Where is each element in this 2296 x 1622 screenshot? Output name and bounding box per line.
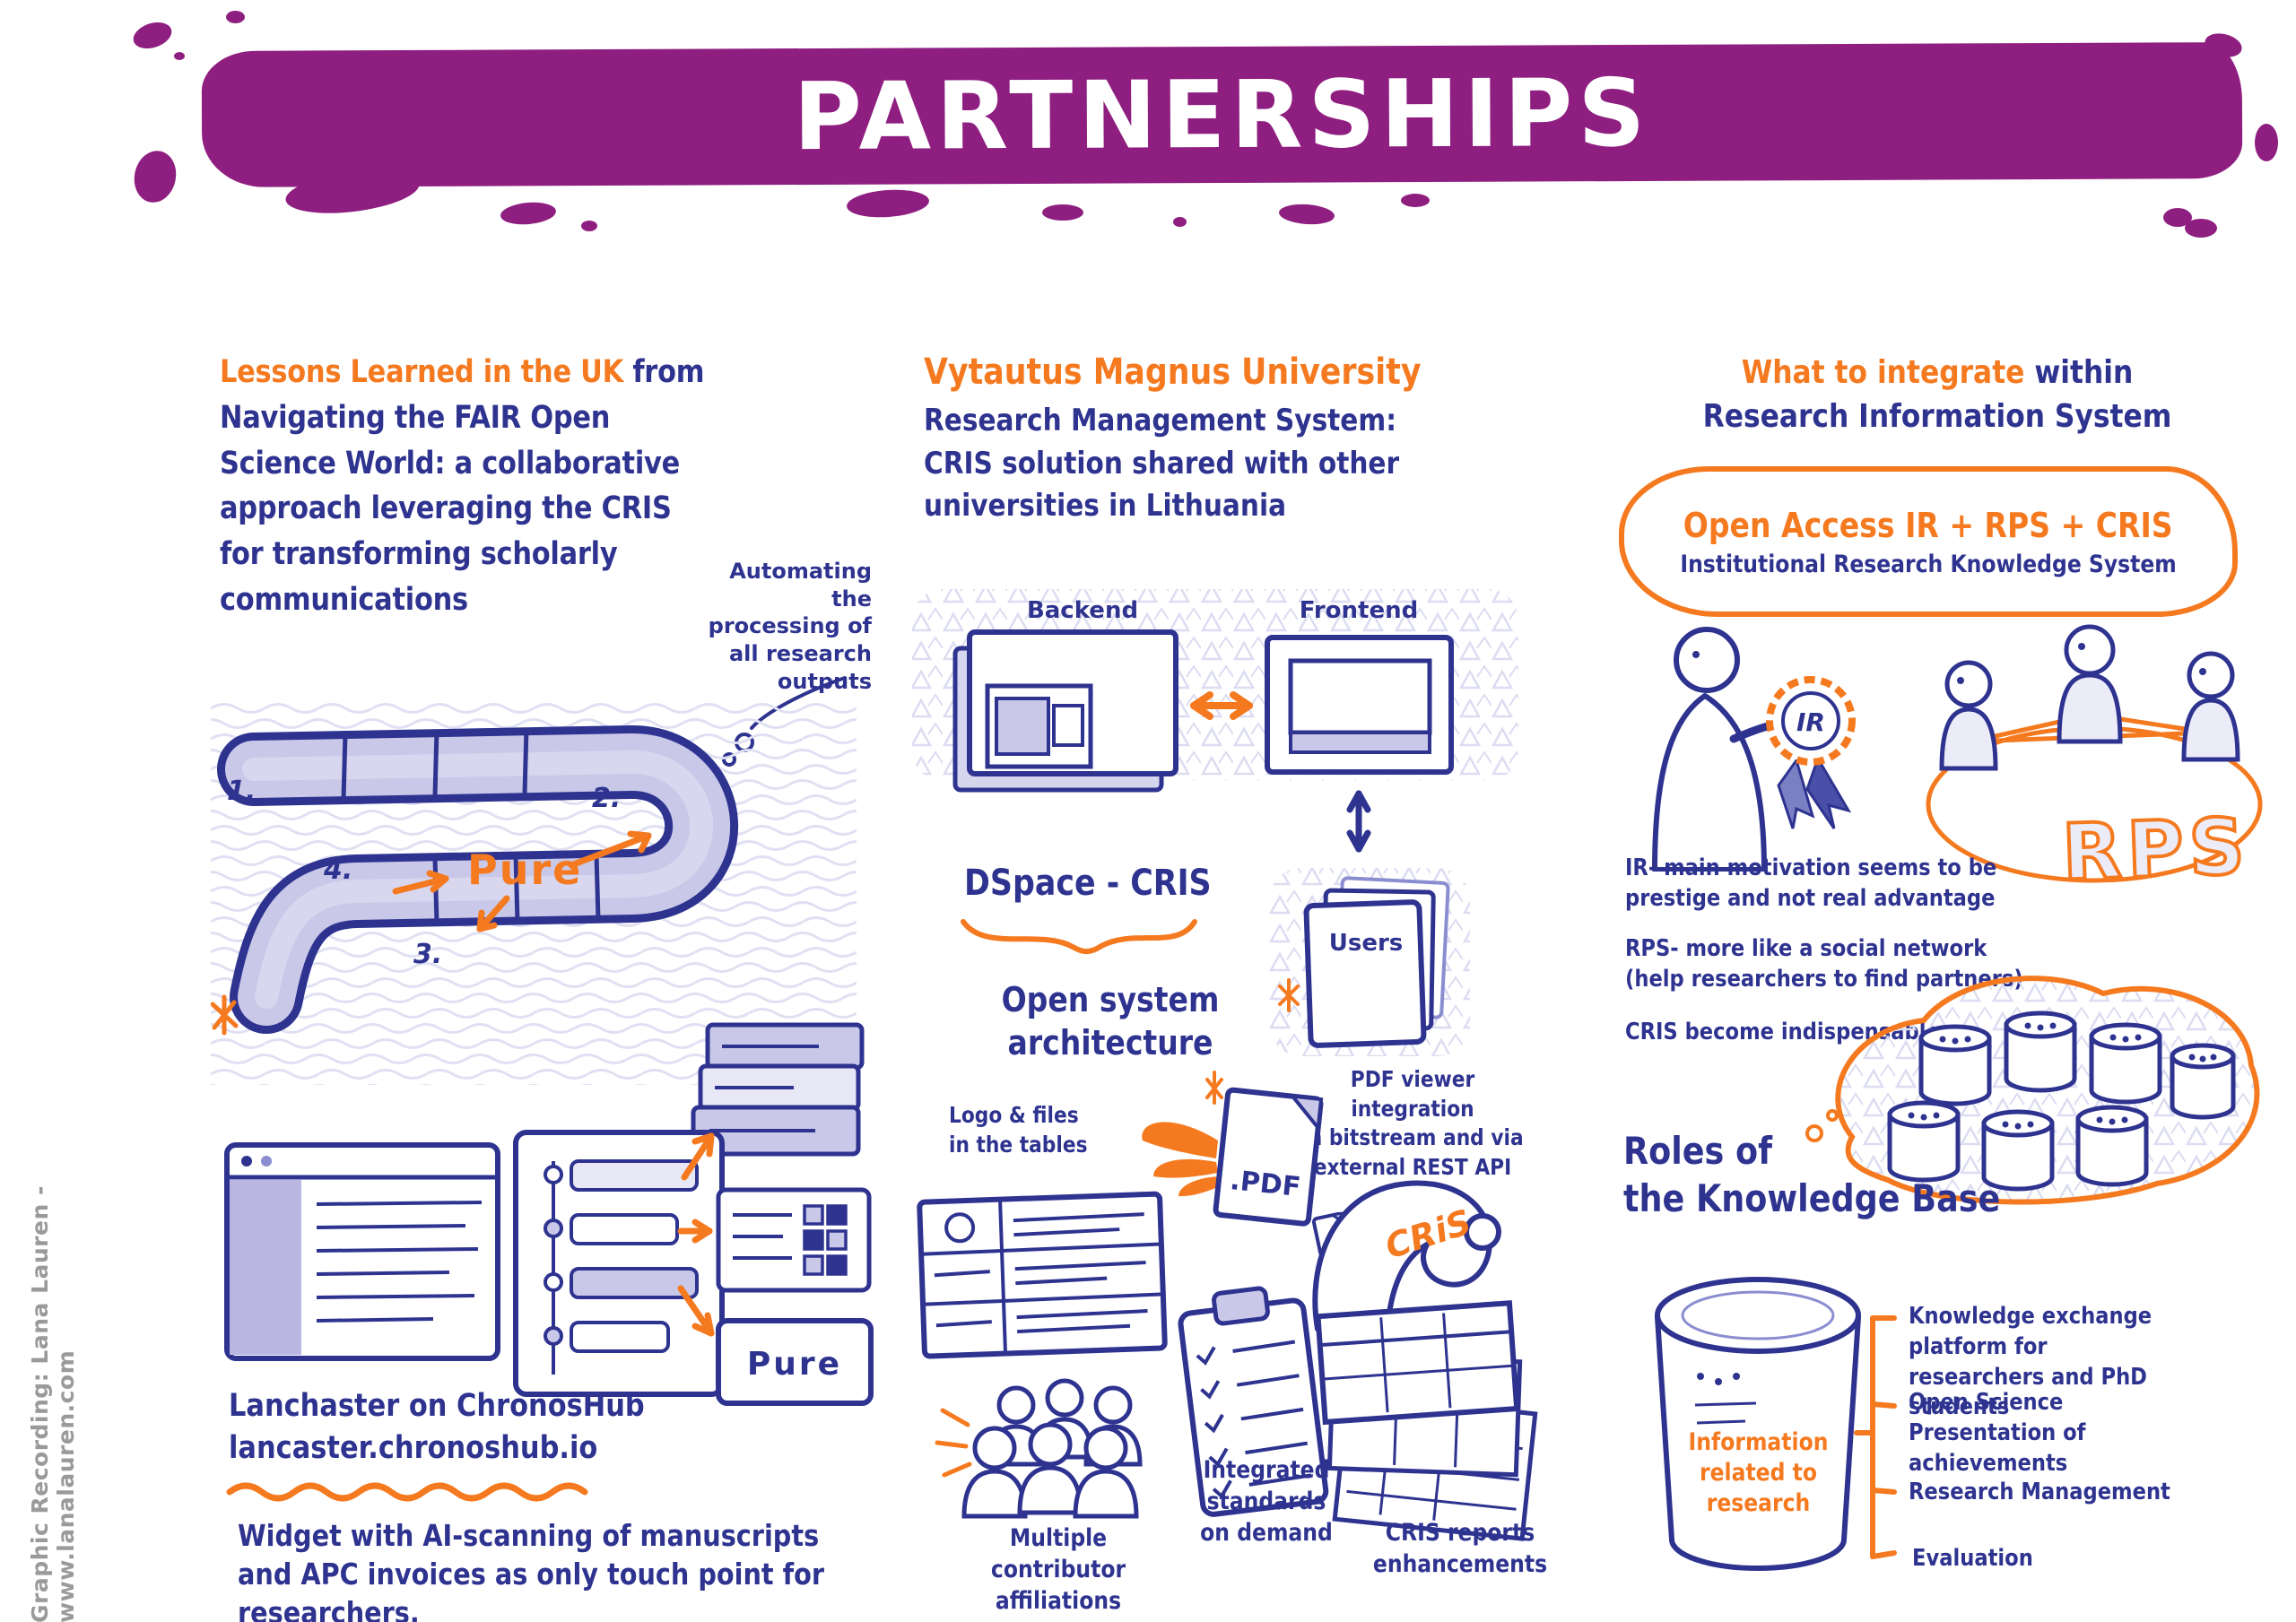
people-network-icon [1939, 624, 2240, 771]
role-item: Research Management [1909, 1479, 2170, 1505]
wavy-underline [226, 1482, 588, 1502]
col3-title-highlight: What to integrate [1741, 354, 2025, 391]
artist-credit: Graphic Recording: Lana Lauren - www.lan… [27, 1185, 79, 1622]
backend-window-icon [952, 629, 1178, 793]
rps-note: RPS- more like a social network (help re… [1625, 935, 2023, 993]
roles-bracket [1854, 1315, 1897, 1559]
workflow-panel-icon [513, 1130, 725, 1397]
standards-note: Integrated standards on demand [1200, 1456, 1333, 1548]
col1-title-highlight: Lessons Learned in the UK [220, 354, 623, 390]
page-title: PARTNERSHIPS [793, 57, 1651, 172]
col1-title: Lessons Learned in the UK from Navigatin… [220, 350, 719, 623]
col2-title: Vytautus Magnus University Research Mana… [924, 351, 1534, 528]
paint-splatter [226, 11, 245, 23]
col2-title-highlight: Vytautus Magnus University [924, 351, 1422, 393]
paint-splatter [2185, 219, 2217, 238]
header-banner: PARTNERSHIPS [201, 42, 2243, 187]
paint-splatter [1173, 217, 1187, 227]
pdf-label: .PDF [1229, 1165, 1302, 1203]
col3-title-rest: within Research Information System [1702, 354, 2172, 435]
brace-underline [961, 919, 1197, 955]
frontend-label: Frontend [1300, 597, 1418, 624]
backend-label: Backend [1027, 597, 1138, 624]
people-group-icon [961, 1378, 1143, 1519]
kb-label: Information related to research [1688, 1428, 1829, 1517]
users-illustration: Users [1269, 868, 1470, 1056]
emphasis-lines [935, 1408, 972, 1478]
role-item: Open Science Presentation of achievement… [1909, 1389, 2086, 1477]
spark-icon [211, 994, 239, 1036]
clipboard-reports-illustration [1178, 1286, 1538, 1541]
sparkle-icon [1205, 1071, 1223, 1105]
reports-note: CRIS reports enhancements [1372, 1519, 1548, 1579]
col1-title-rest: from Navigating the FAIR Open Science Wo… [220, 354, 705, 618]
winged-pdf-illustration: .PDF [1142, 1071, 1351, 1258]
reports-stack-icon [1315, 1300, 1538, 1541]
ir-badge-label: IR [1796, 707, 1825, 737]
widget-note: Widget with AI-scanning of manuscripts a… [238, 1518, 824, 1622]
roles-title: Roles of the Knowledge Base [1623, 1129, 2001, 1220]
clipboard-icon [1178, 1286, 1329, 1517]
pure-box: Pure [716, 1318, 874, 1406]
cris-arm-illustration: CRiS [1312, 1180, 1501, 1331]
ir-note: IR- main motivation seems to be prestige… [1625, 854, 1997, 912]
users-label: Users [1329, 930, 1404, 957]
role-item: Knowledge exchange platform for research… [1909, 1303, 2152, 1421]
road-marker-4: 4. [323, 854, 352, 886]
outputs-cluster-illustration: Pure [224, 1022, 874, 1406]
knowledge-base-illustration [1655, 1277, 1861, 1571]
contributors-note: Multiple contributor affiliations [990, 1524, 1126, 1616]
pure-box-label: Pure [747, 1346, 842, 1383]
paint-splatter [129, 17, 176, 54]
paint-splatter [581, 221, 597, 231]
paint-splatter [1042, 204, 1083, 221]
dspace-cris-label: DSpace - CRIS [964, 863, 1212, 904]
pdf-file-icon: .PDF [1213, 1087, 1324, 1227]
vertical-arrow-icon [1346, 790, 1371, 853]
road-marker-2: 2. [592, 783, 621, 814]
logo-files-note: Logo & files in the tables [949, 1102, 1088, 1158]
paint-splatter [846, 186, 930, 221]
road-marker-3: 3. [413, 939, 442, 970]
role-item: Evaluation [1912, 1545, 2033, 1572]
open-system-label: Open system architecture [1001, 980, 1220, 1063]
col2-title-rest: Research Management System: CRIS solutio… [924, 403, 1400, 525]
table-illustration [917, 1191, 1168, 1359]
sync-arrow-icon [1190, 691, 1253, 720]
paint-splatter [2255, 124, 2278, 161]
road-illustration: 1. 2. 3. 4. Pure [211, 699, 857, 1085]
wing-icon [1142, 1122, 1220, 1197]
stacked-cards-icon [691, 1022, 865, 1157]
road-marker-1: 1. [227, 776, 256, 807]
paint-splatter [129, 146, 181, 207]
paint-splatter [2163, 208, 2192, 227]
pure-arrows [392, 830, 652, 932]
database-cluster-illustration [1805, 976, 2260, 1205]
paint-splatter [1401, 194, 1430, 207]
pdf-viewer-note: PDF viewer integration in bitstream and … [1301, 1066, 1524, 1180]
col3-title: What to integrate within Research Inform… [1665, 351, 2211, 438]
automating-note: Automating the processing of all researc… [708, 559, 872, 694]
ir-person-illustration: IR [1652, 627, 1856, 872]
paint-splatter [1278, 202, 1335, 227]
browser-window-icon [224, 1142, 500, 1361]
flow-arrows [677, 1132, 715, 1337]
contributors-illustration [935, 1378, 1143, 1519]
rps-network-illustration: RPS [1926, 624, 2263, 900]
spark-icon [1278, 978, 1300, 1012]
integration-cloud: Open Access IR + RPS + CRIS Institutiona… [1619, 466, 2238, 617]
frontend-window-icon [1265, 635, 1454, 775]
pure-road-label: Pure [467, 846, 582, 894]
cloud-subtitle: Institutional Research Knowledge System [1680, 550, 2177, 578]
grid-panel-icon [716, 1187, 872, 1293]
rps-label: RPS [2061, 802, 2252, 898]
db-cylinders-icon [1887, 1010, 2236, 1192]
paint-splatter [500, 200, 557, 227]
cloud-title: Open Access IR + RPS + CRIS [1683, 505, 2173, 545]
chronoshub-note: Lanchaster on ChronosHub lancaster.chron… [229, 1388, 645, 1467]
backend-frontend-illustration: Backend Frontend [912, 589, 1518, 853]
paint-splatter [174, 52, 185, 60]
